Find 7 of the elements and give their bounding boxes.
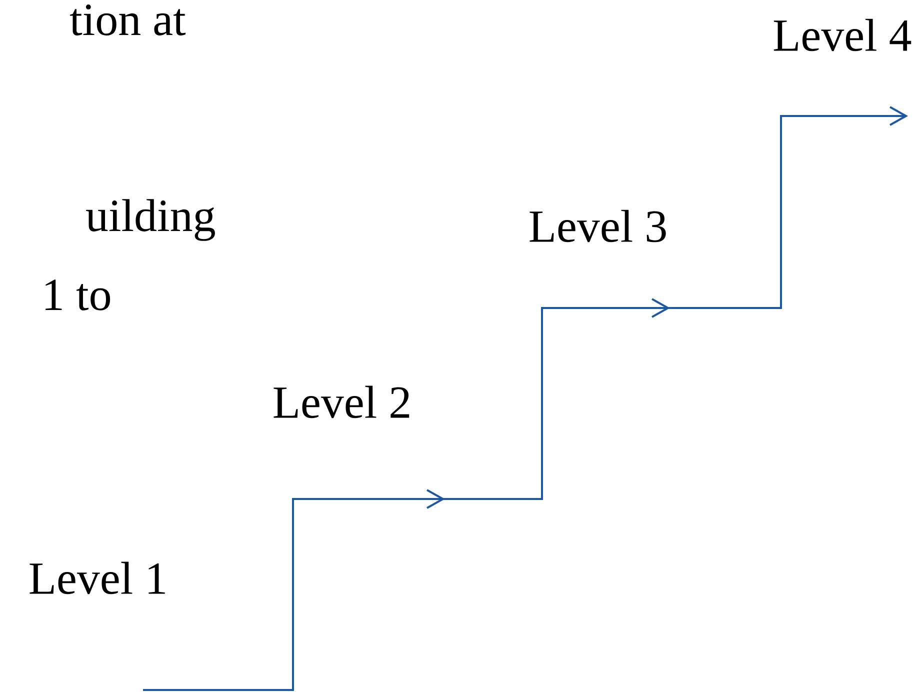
step-label: Level 4 — [774, 18, 912, 52]
body-text: tion at — [70, 4, 186, 36]
step-label: Level 1 — [30, 562, 165, 594]
step-label: Level 2 — [274, 386, 410, 418]
step-label: Level 3 — [530, 210, 666, 242]
body-text: 1 to — [46, 280, 110, 310]
body-text: uilding — [86, 199, 215, 241]
